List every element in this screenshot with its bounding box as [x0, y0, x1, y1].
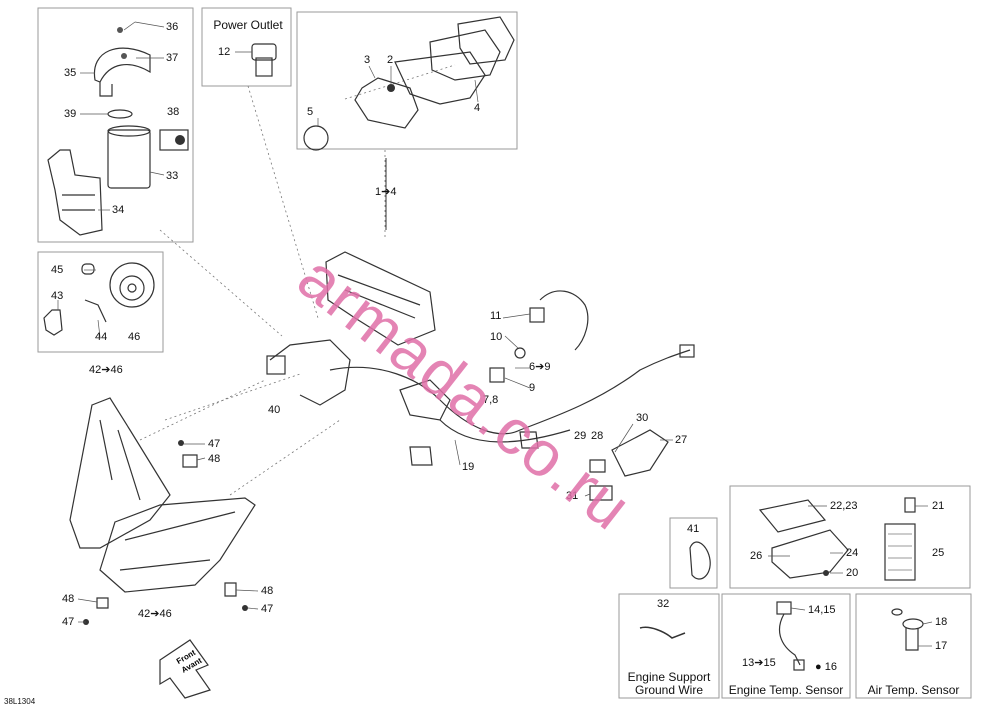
label-10: 10 [490, 331, 503, 343]
frame-fuse-box [729, 485, 971, 589]
label-24: 24 [846, 547, 859, 559]
label-31: 31 [566, 490, 579, 502]
frame-gauge [296, 11, 518, 150]
ground-wire-title: Engine Support Ground Wire [627, 670, 711, 697]
label-42-46-bottom: 42➔46 [138, 608, 172, 620]
label-32: 32 [657, 598, 670, 610]
power-outlet-title: Power Outlet [213, 18, 283, 32]
engine-temp-title: Engine Temp. Sensor [728, 683, 844, 697]
label-44: 44 [95, 331, 108, 343]
label-43: 43 [51, 290, 64, 302]
label-22-23: 22,23 [830, 500, 858, 512]
label-47-c: 47 [62, 616, 75, 628]
label-28: 28 [591, 430, 604, 442]
label-40: 40 [268, 404, 281, 416]
label-46: 46 [128, 331, 141, 343]
label-35: 35 [64, 67, 77, 79]
label-19: 19 [462, 461, 475, 473]
label-16: ● 16 [815, 661, 837, 673]
frame-ground-wire [618, 593, 720, 699]
label-29: 29 [574, 430, 587, 442]
label-13-15: 13➔15 [742, 657, 776, 669]
label-21: 21 [932, 500, 945, 512]
label-37: 37 [166, 52, 179, 64]
label-38: 38 [167, 106, 180, 118]
label-26: 26 [750, 550, 763, 562]
label-47-b: 47 [261, 603, 274, 615]
label-45: 45 [51, 264, 64, 276]
label-30: 30 [636, 412, 649, 424]
label-9: 9 [529, 382, 536, 394]
label-36: 36 [166, 21, 179, 33]
frame-air-temp [855, 593, 972, 699]
label-16-text: 16 [824, 661, 837, 673]
label-7-8: 7,8 [483, 394, 499, 406]
drawing-code: 38L1304 [4, 697, 36, 706]
label-48-c: 48 [62, 593, 75, 605]
label-12: 12 [218, 46, 231, 58]
label-27: 27 [675, 434, 688, 446]
label-6-9: 6➔9 [529, 361, 551, 373]
label-1-4: 1➔4 [375, 186, 397, 198]
label-14-15: 14,15 [808, 604, 836, 616]
drop-icon: ● [815, 661, 822, 673]
label-48-a: 48 [208, 453, 221, 465]
frame-seal [669, 517, 718, 589]
label-42-46-top: 42➔46 [89, 364, 123, 376]
label-20: 20 [846, 567, 859, 579]
label-33: 33 [166, 170, 179, 182]
frame-engine-temp [721, 593, 851, 699]
label-17: 17 [935, 640, 948, 652]
label-4: 4 [474, 102, 481, 114]
label-47-a: 47 [208, 438, 221, 450]
label-2: 2 [387, 54, 394, 66]
label-39: 39 [64, 108, 77, 120]
front-avant-text: Front Avant [175, 647, 204, 675]
label-11: 11 [490, 310, 502, 322]
label-34: 34 [112, 204, 125, 216]
frame-headlamp-bulb [37, 251, 164, 353]
label-18: 18 [935, 616, 948, 628]
air-temp-title: Air Temp. Sensor [867, 683, 960, 697]
frame-power-outlet [201, 7, 292, 87]
label-5: 5 [307, 106, 314, 118]
label-48-b: 48 [261, 585, 274, 597]
label-3: 3 [364, 54, 371, 66]
frame-battery [37, 7, 194, 243]
label-25: 25 [932, 547, 945, 559]
label-41: 41 [687, 523, 700, 535]
